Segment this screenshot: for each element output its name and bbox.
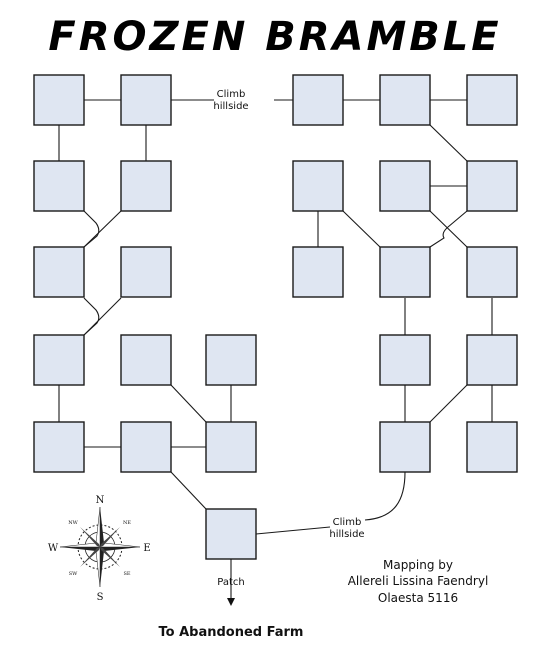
- room-9[interactable]: [379, 160, 431, 212]
- room-1[interactable]: [33, 74, 85, 126]
- path-cross2-a: [83, 297, 100, 336]
- path-r9-r15: [429, 210, 468, 248]
- patch-label[interactable]: Patch: [217, 577, 244, 588]
- room-19[interactable]: [379, 334, 431, 386]
- credit-line-3: Olaesta 5116: [378, 591, 458, 605]
- room-17[interactable]: [120, 334, 172, 386]
- room-12[interactable]: [120, 246, 172, 298]
- path-r25-climb: [364, 471, 406, 521]
- path-cross1-a: [83, 210, 100, 248]
- compass-w: W: [48, 543, 59, 554]
- path-r8-r14: [342, 210, 381, 248]
- credits: Mapping by Allereli Lissina Faendryl Ola…: [348, 558, 489, 605]
- map-title: FROZEN BRAMBLE: [48, 14, 501, 60]
- room-14[interactable]: [379, 246, 431, 298]
- room-26[interactable]: [205, 508, 257, 560]
- path-r23-r27: [170, 471, 207, 510]
- room-5[interactable]: [466, 74, 518, 126]
- room-13[interactable]: [292, 246, 344, 298]
- path-r18-r25: [429, 384, 468, 423]
- climb-bottom-label-1[interactable]: Climb: [333, 517, 362, 528]
- room-3[interactable]: [292, 74, 344, 126]
- path-cross1-b: [83, 210, 122, 248]
- destination-label: To Abandoned Farm: [159, 625, 304, 640]
- climb-top-label-1[interactable]: Climb: [217, 89, 246, 100]
- patch-arrow-icon: [227, 598, 235, 606]
- connections: [58, 99, 493, 606]
- credit-line-1: Mapping by: [383, 558, 453, 572]
- compass-se: SE: [123, 571, 130, 577]
- credit-line-2: Allereli Lissina Faendryl: [348, 574, 489, 588]
- path-climb-r27: [255, 526, 331, 535]
- exit-labels: Climb hillside Climb hillside Patch To A…: [159, 89, 365, 640]
- path-cross2-b: [83, 297, 122, 336]
- compass-nw: NW: [68, 520, 78, 526]
- compass-n: N: [96, 495, 105, 506]
- room-24[interactable]: [379, 421, 431, 473]
- path-r20-r24: [170, 384, 207, 423]
- room-21[interactable]: [33, 421, 85, 473]
- room-6[interactable]: [33, 160, 85, 212]
- room-10[interactable]: [466, 160, 518, 212]
- compass-sw: SW: [69, 571, 78, 577]
- compass-s: S: [97, 592, 104, 603]
- room-11[interactable]: [33, 246, 85, 298]
- compass-e: E: [143, 543, 150, 554]
- room-7[interactable]: [120, 160, 172, 212]
- room-4[interactable]: [379, 74, 431, 126]
- room-25[interactable]: [466, 421, 518, 473]
- room-8[interactable]: [292, 160, 344, 212]
- room-22[interactable]: [120, 421, 172, 473]
- compass-ne: NE: [123, 520, 131, 526]
- room-20[interactable]: [466, 334, 518, 386]
- climb-bottom-label-2[interactable]: hillside: [329, 529, 364, 540]
- room-23[interactable]: [205, 421, 257, 473]
- path-r4-r10: [429, 124, 468, 162]
- room-18[interactable]: [205, 334, 257, 386]
- climb-top-label-2[interactable]: hillside: [213, 101, 248, 112]
- room-15[interactable]: [466, 246, 518, 298]
- path-r10-r14: [429, 210, 468, 248]
- room-16[interactable]: [33, 334, 85, 386]
- rooms: [33, 74, 518, 560]
- room-2[interactable]: [120, 74, 172, 126]
- compass-rose-icon: N S E W NE NW SE SW: [48, 495, 151, 603]
